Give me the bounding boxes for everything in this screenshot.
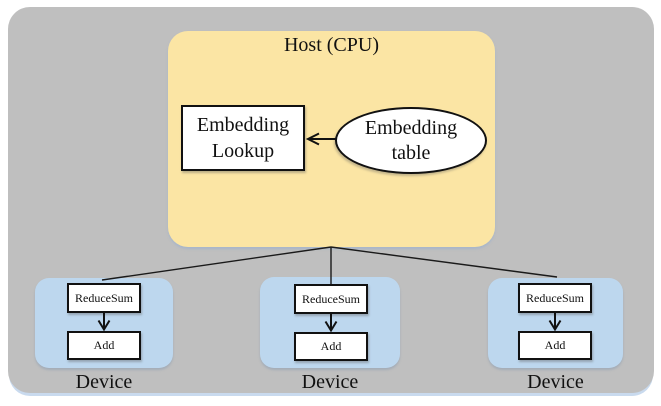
add-box-2: Add [294,332,368,361]
reducesum-label-3: ReduceSum [526,290,584,305]
add-label-2: Add [320,339,342,353]
embedding-table-ellipse: Embedding table [335,107,487,174]
embedding-lookup-label-line1: Embedding [196,114,290,136]
add-label-3: Add [544,338,566,352]
add-box-1: Add [67,331,141,360]
embedding-lookup-label-line2: Lookup [211,140,275,162]
reducesum-box-2: ReduceSum [294,284,368,314]
device-label-1: Device [75,371,133,393]
reducesum-box-1: ReduceSum [67,283,141,313]
reducesum-label-1: ReduceSum [75,290,133,305]
add-label-1: Add [93,338,115,352]
device-label-3: Device [527,371,584,393]
device-label-2: Device [301,371,359,393]
reducesum-box-3: ReduceSum [518,283,592,313]
embedding-table-label-line2: table [391,141,431,164]
add-box-3: Add [518,331,592,360]
reducesum-label-2: ReduceSum [302,291,360,306]
embedding-lookup-box: Embedding Lookup [181,105,305,171]
embedding-table-label-line1: Embedding [364,116,458,139]
host-cpu-title: Host (CPU) [283,34,379,56]
